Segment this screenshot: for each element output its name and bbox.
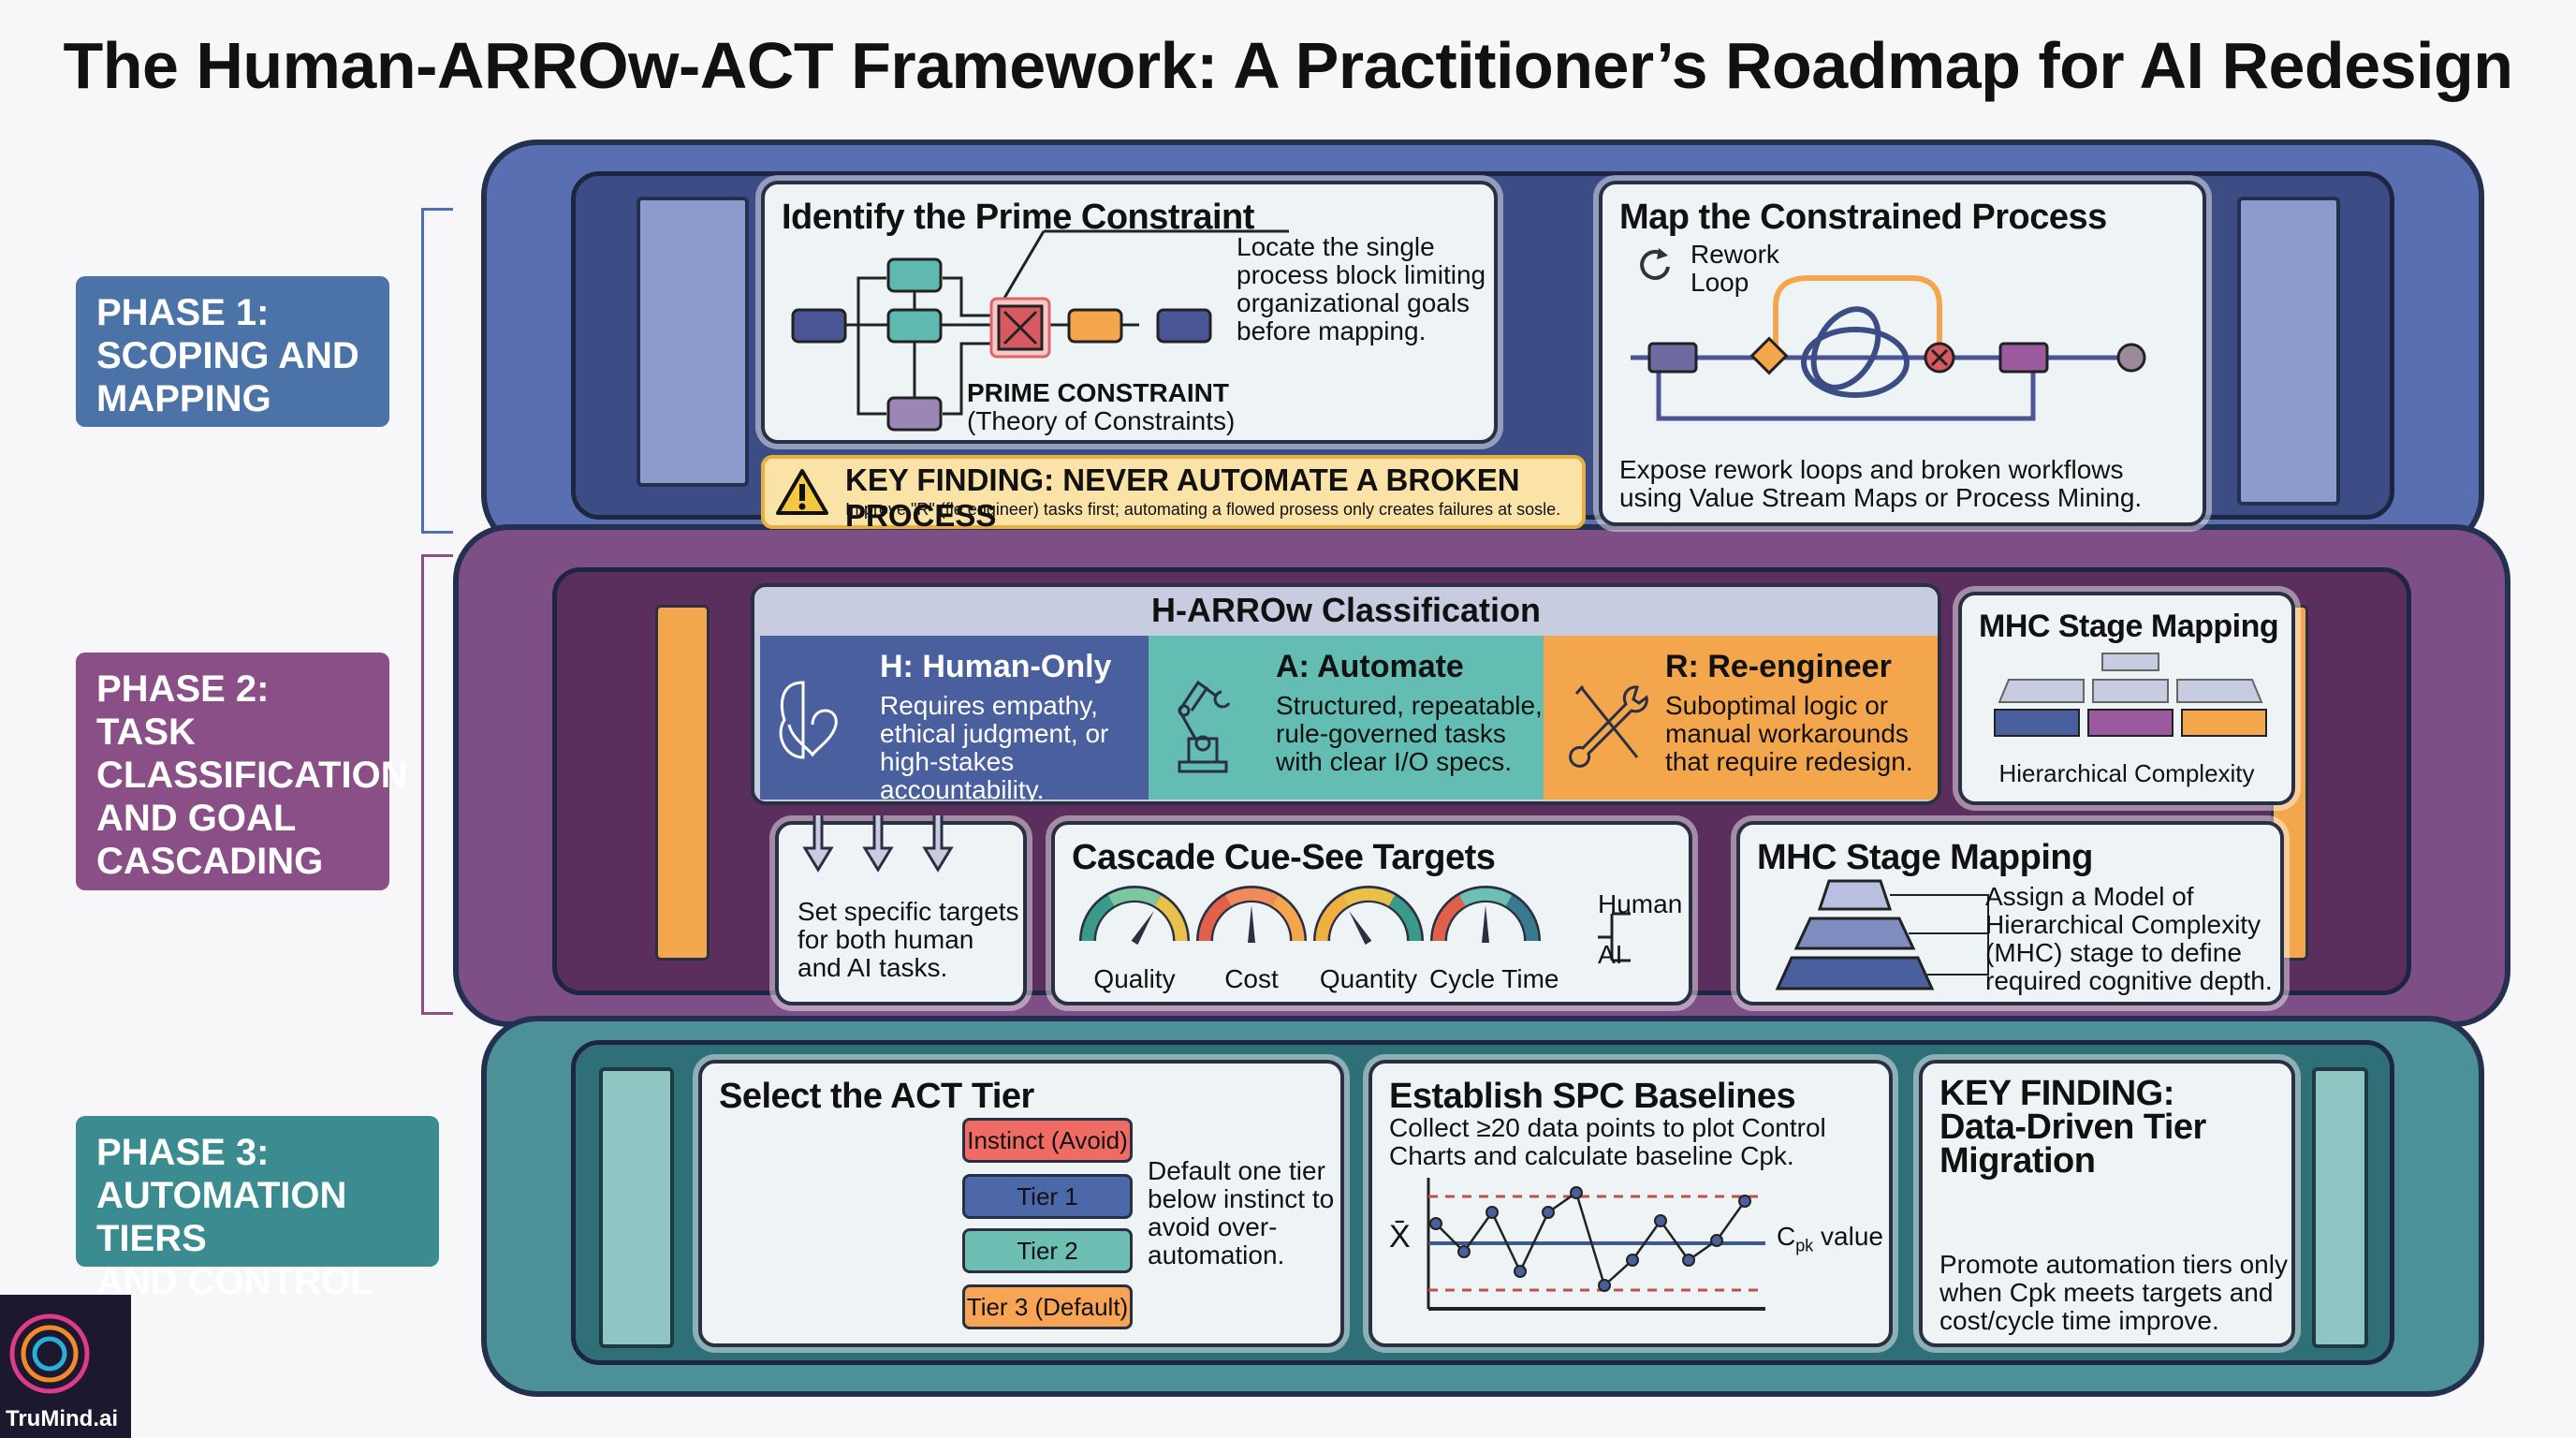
xbar-label: X̄ [1389,1219,1411,1255]
brain-heart-icon [779,681,838,759]
phase-3-label: PHASE 3: AUTOMATION TIERS AND CONTROL [76,1116,439,1302]
warning-icon [776,469,828,515]
key-finding-text: Improve "R" (fle engineer) tasks first; … [845,500,1561,519]
brain-logo-icon [9,1313,90,1394]
data-point [1682,1254,1695,1267]
cascade-card: Cascade Cue-See Targets Human AI Quality… [1051,821,1692,1005]
data-point [1598,1279,1611,1292]
column-text: Requires empathy, ethical judgment, or h… [880,691,1109,804]
prime-label: PRIME CONSTRAINT [967,378,1229,407]
control-chart [1427,1178,1765,1311]
server-panel-left-p3 [599,1067,674,1348]
column-text: Structured, repeatable, rule-governed ta… [1276,691,1543,776]
data-point [1626,1254,1639,1267]
spc-text: Collect ≥20 data points to plot Control … [1389,1113,1826,1170]
phase-2-bracket [421,554,453,1015]
phase-1-bracket [421,208,453,534]
column-title: R: Re-engineer [1665,649,1892,684]
data-point [1486,1206,1499,1219]
data-point [1429,1217,1442,1230]
prime-constraint-card: Identify the Prime Constraint Locate the… [761,181,1498,444]
column-automate: A: Automate Structured, repeatable, rule… [1149,636,1544,800]
branch-ai: AI [1598,940,1623,969]
gauge-icon [1430,886,1541,943]
h-arrow-classification: H-ARROw Classification H: Human-Only Req… [751,583,1941,805]
column-re-engineer: R: Re-engineer Suboptimal logic or manua… [1544,636,1938,800]
rework-loop-label: Rework Loop [1690,240,1779,297]
data-point [1570,1186,1583,1199]
data-line [1435,1190,1747,1288]
pyramid-icon [1775,879,1989,990]
mhc-top-card: MHC Stage Mapping Hierarchical Complexit… [1958,592,2295,805]
down-arrows-icon [802,815,954,873]
phase-2-label: PHASE 2: TASK CLASSIFICATION AND GOAL CA… [76,653,408,890]
spc-card: Establish SPC Baselines Collect ≥20 data… [1368,1060,1893,1347]
gauge-icon [1313,886,1424,946]
column-text: Suboptimal logic or manual workarounds t… [1665,691,1913,776]
prime-desc: Locate the single process block limiting… [1237,232,1486,345]
constrained-process-card: Map the Constrained Process Rework Loop … [1599,181,2206,526]
branch-human: Human [1598,889,1683,918]
tier-instinct[interactable]: Instinct (Avoid) [962,1118,1133,1163]
server-panel-right-p3 [2312,1067,2368,1348]
gauge-cost: Cost [1195,885,1308,997]
gauge-icon [1079,886,1190,946]
tier-1[interactable]: Tier 1 [962,1174,1133,1219]
data-point [1542,1206,1555,1219]
migration-text: Promote automation tiers only when Cpk m… [1939,1250,2288,1335]
card-title: Select the ACT Tier [719,1077,1034,1116]
wrench-screwdriver-icon [1569,685,1648,768]
map-desc: Expose rework loops and broken workflows… [1619,455,2143,512]
act-note: Default one tier below instinct to avoid… [1148,1156,1335,1269]
gauge-cycle-time: Cycle Time [1429,885,1559,997]
server-panel-left [637,197,749,487]
gauge-label: Quality [1093,964,1176,993]
classification-header: H-ARROw Classification [1150,591,1542,629]
robot-arm-icon [1178,680,1231,773]
prime-sublabel: (Theory of Constraints) [967,406,1236,435]
tier-2[interactable]: Tier 2 [962,1228,1133,1273]
card-title: Map the Constrained Process [1619,198,2107,237]
key-finding-title: KEY FINDING: NEVER AUTOMATE A BROKEN PRO… [845,462,1520,533]
card-title: MHC Stage Mapping [1757,838,2093,877]
gauge-quality: Quality [1078,885,1191,997]
tier-3-default[interactable]: Tier 3 (Default) [962,1284,1133,1329]
act-tier-card: Select the ACT Tier Instinct (Avoid) Tie… [698,1060,1344,1347]
column-human-only: H: Human-Only Requires empathy, ethical … [760,636,1149,801]
targets-text: Set specific targets for both human and … [798,897,1019,982]
targets-card: Set specific targets for both human and … [775,815,1027,1005]
data-point [1738,1195,1751,1208]
gauge-label: Cost [1224,964,1279,993]
data-point [1514,1265,1527,1278]
data-point [1457,1245,1471,1258]
page-title: The Human-ARROw-ACT Framework: A Practit… [63,29,2513,102]
gauge-label: Quantity [1319,964,1418,993]
mhc-text: Assign a Model of Hierarchical Complexit… [1985,882,2273,995]
card-title: Establish SPC Baselines [1389,1077,1796,1116]
key-finding-banner: KEY FINDING: NEVER AUTOMATE A BROKEN PRO… [761,455,1586,533]
gauge-quantity: Quantity [1312,885,1425,997]
column-title: A: Automate [1276,649,1464,684]
gauge-label: Cycle Time [1429,964,1559,993]
data-point [1710,1234,1723,1247]
server-panel-right [2237,197,2340,506]
card-title: KEY FINDING: Data-Driven Tier Migration [1939,1074,2206,1181]
cpk-label: Cpk value [1777,1222,1883,1255]
key-finding-migration-card: KEY FINDING: Data-Driven Tier Migration … [1919,1060,2295,1347]
card-title: MHC Stage Mapping [1979,609,2279,644]
refresh-icon [1640,248,1670,280]
column-title: H: Human-Only [880,649,1112,684]
trumind-logo: TruMind.ai [0,1295,131,1438]
constraint-diagram [791,229,1289,432]
mhc-caption: Hierarchical Complexity [1998,759,2255,787]
process-flow-diagram [1631,275,2146,421]
branch-connector [1598,912,1631,962]
mhc-card: MHC Stage Mapping Assign a Model of Hier… [1736,821,2284,1005]
card-title: Cascade Cue-See Targets [1072,838,1496,877]
hierarchy-diagram [1994,653,2267,737]
phase-1-label: PHASE 1: SCOPING AND MAPPING [76,276,389,427]
gauge-icon [1196,886,1307,943]
data-point [1654,1214,1667,1227]
